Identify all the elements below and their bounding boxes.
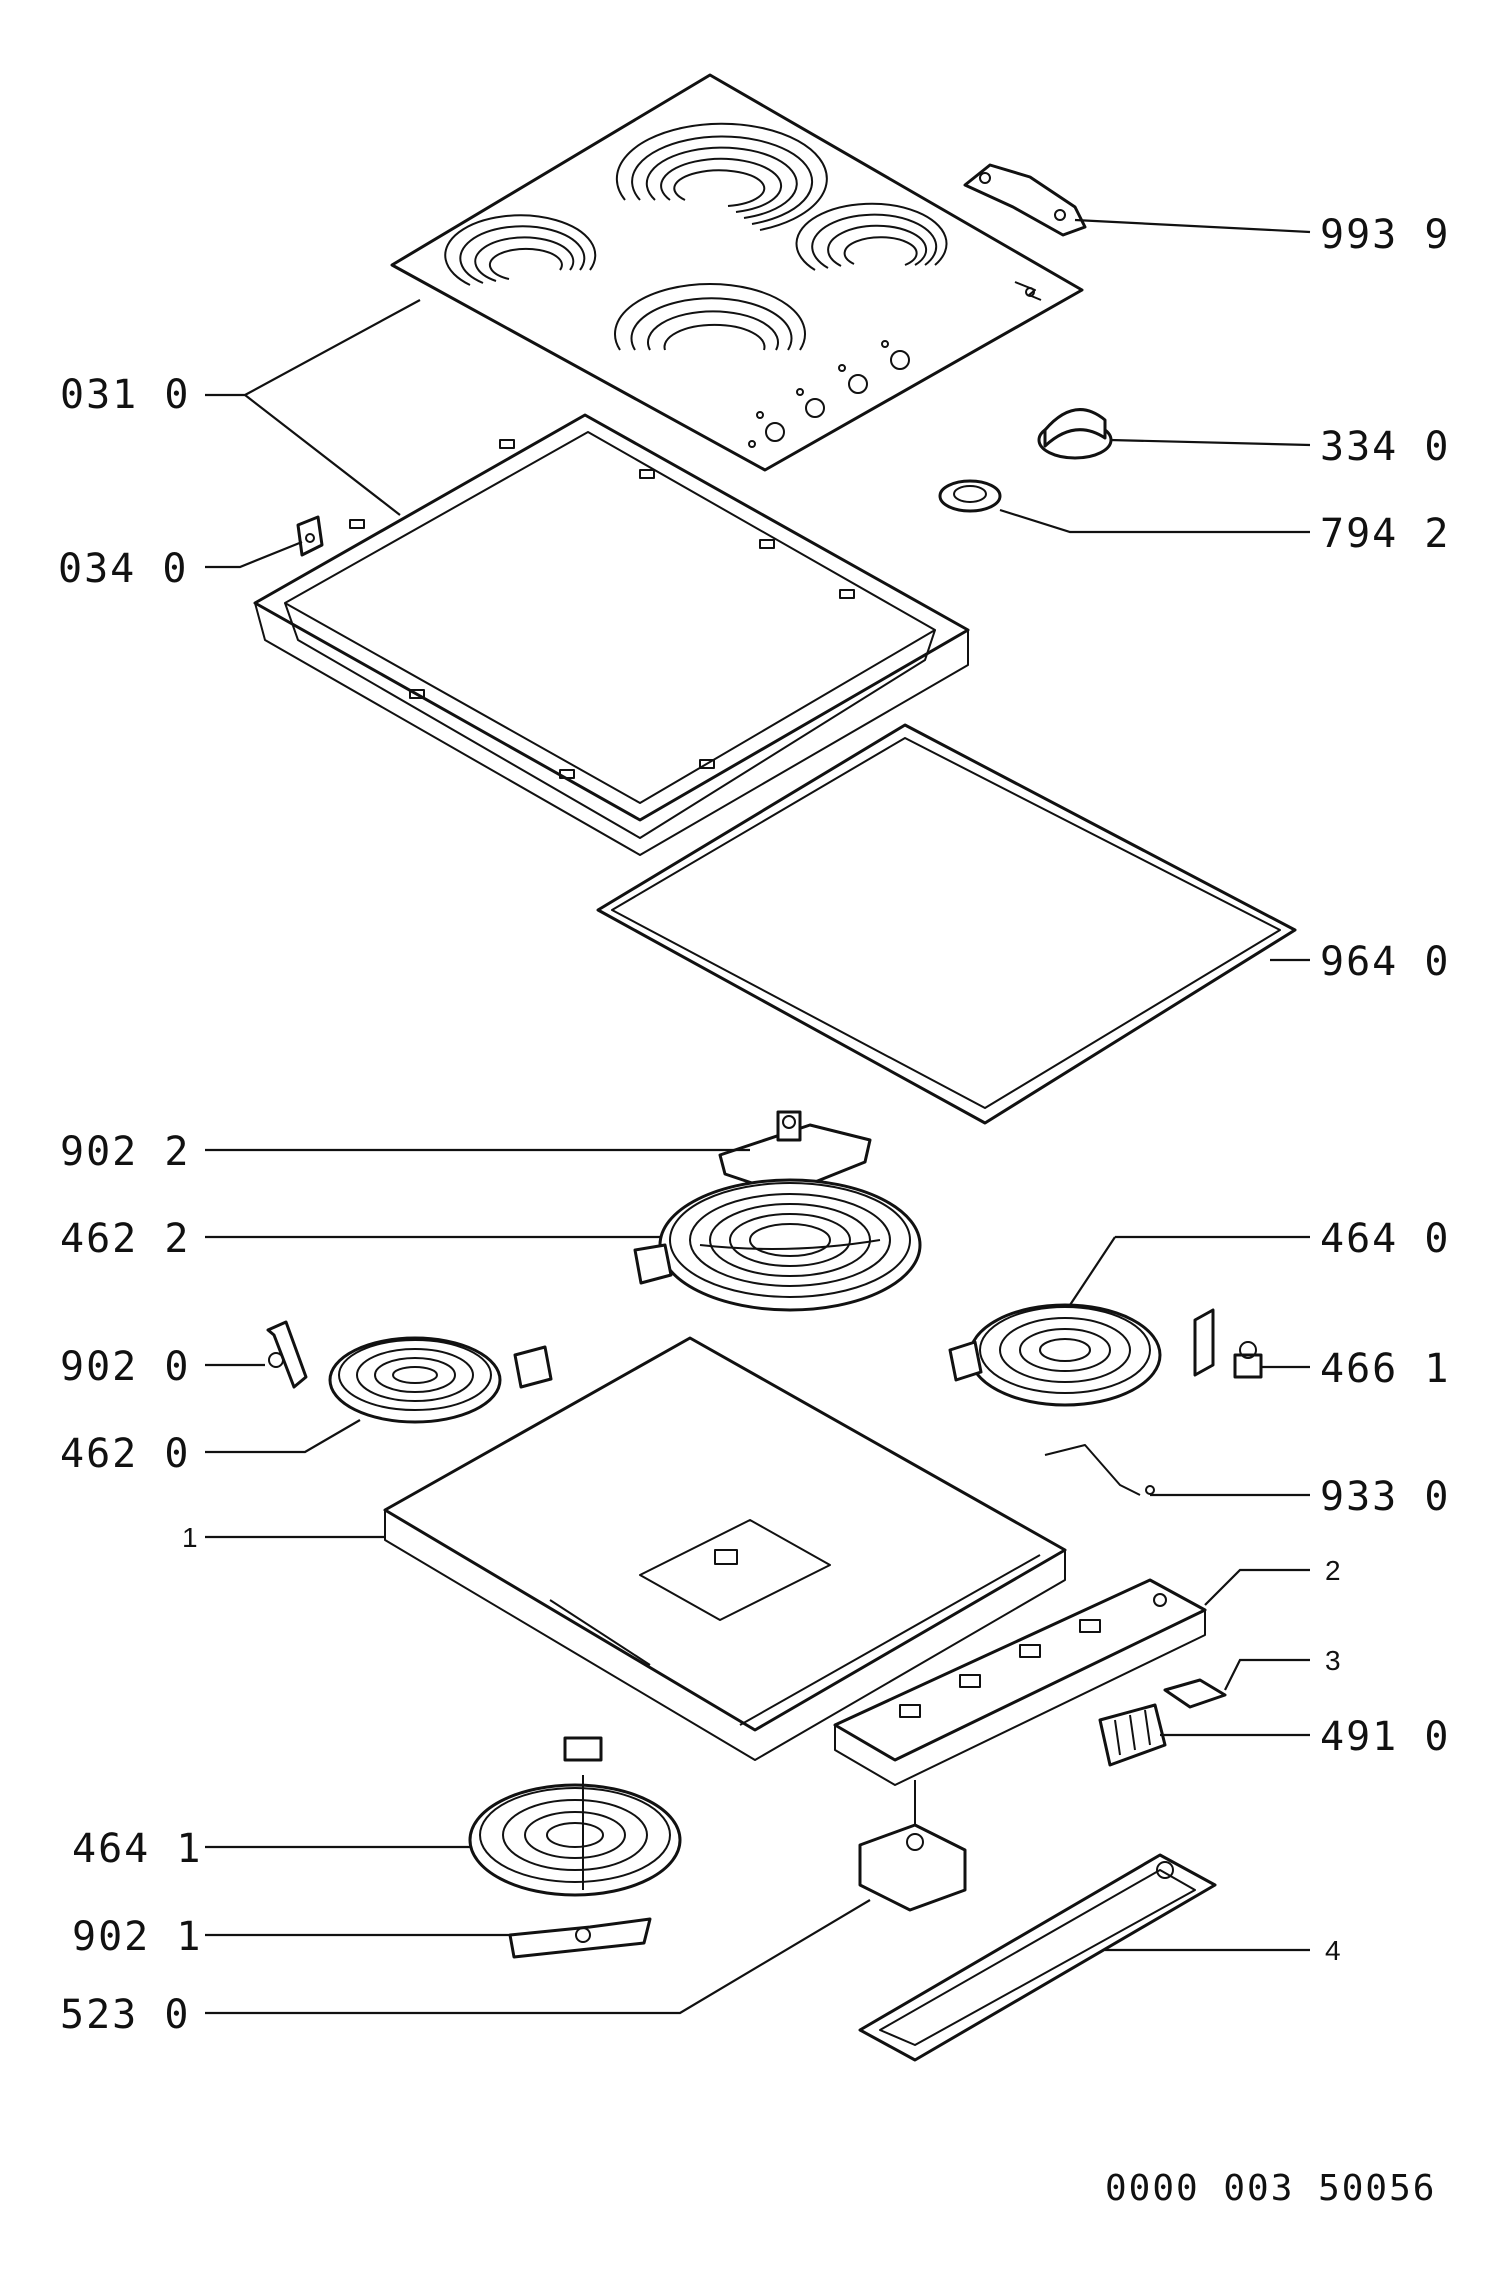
label-964-0: 964 0 <box>1320 939 1450 985</box>
terminal-block <box>1098 1703 1167 1767</box>
label-462-2: 462 2 <box>60 1216 190 1262</box>
ceramic-hob-top <box>390 73 1084 472</box>
label-466-1: 466 1 <box>1320 1346 1450 1392</box>
heating-element-464-0 <box>948 1303 1215 1407</box>
heating-element-462-0 <box>328 1336 553 1424</box>
bracket-902-1 <box>508 1917 652 1959</box>
hob-seal <box>596 723 1297 1125</box>
fixing-bracket-top <box>963 163 1087 237</box>
clip-933-0 <box>1044 1444 1155 1496</box>
bracket-902-2 <box>718 1110 872 1196</box>
label-464-0: 464 0 <box>1320 1216 1450 1262</box>
label-034-0: 034 0 <box>58 546 188 592</box>
label-4: 4 <box>1325 1935 1341 1966</box>
label-902-1: 902 1 <box>72 1914 202 1960</box>
bracket-902-0 <box>266 1320 308 1389</box>
leader-lines <box>205 218 1311 2015</box>
label-902-0: 902 0 <box>60 1344 190 1390</box>
heating-element-464-1 <box>468 1736 682 1897</box>
hob-frame <box>253 413 970 856</box>
limiter-466-1 <box>1233 1341 1263 1379</box>
heating-element-462-2 <box>633 1178 922 1312</box>
label-933-0: 933 0 <box>1320 1474 1450 1520</box>
energy-regulator <box>858 1780 967 1912</box>
label-3: 3 <box>1325 1645 1341 1676</box>
label-523-0: 523 0 <box>60 1992 190 2038</box>
label-334-0: 334 0 <box>1320 424 1450 470</box>
plug-3 <box>1163 1678 1227 1709</box>
control-knob <box>1037 408 1113 460</box>
knob-ring <box>938 479 1002 513</box>
document-number: 0000 003 50056 <box>1105 2168 1436 2209</box>
label-031-0: 031 0 <box>60 372 190 418</box>
label-993-9: 993 9 <box>1320 212 1450 258</box>
control-strip <box>858 1853 1217 2062</box>
base-tray <box>383 1336 1067 1761</box>
label-1: 1 <box>182 1522 198 1553</box>
label-491-0: 491 0 <box>1320 1714 1450 1760</box>
label-462-0: 462 0 <box>60 1431 190 1477</box>
label-2: 2 <box>1325 1555 1341 1586</box>
frame-clip <box>296 515 324 557</box>
connector-housing <box>833 1578 1207 1786</box>
part-labels: 993 9 031 0 334 0 794 2 034 0 964 0 902 … <box>58 212 1450 2038</box>
label-902-2: 902 2 <box>60 1129 190 1175</box>
label-794-2: 794 2 <box>1320 511 1450 557</box>
label-464-1: 464 1 <box>72 1826 202 1872</box>
